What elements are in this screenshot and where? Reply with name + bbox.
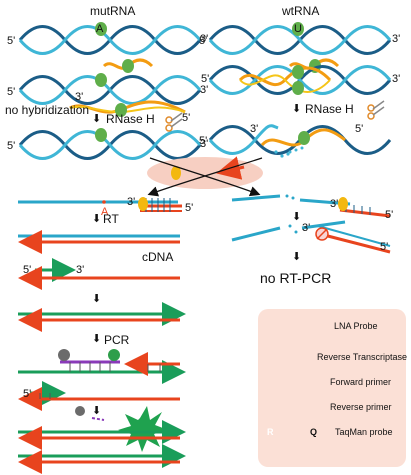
- legend-forward-primer: Forward primer: [330, 377, 392, 387]
- right-five-prime-3: 5': [199, 135, 208, 147]
- mutrna-helix-2: [18, 73, 202, 117]
- legend-taqman-probe: TaqMan probe: [335, 427, 393, 437]
- arrow-down-right: ⬇: [292, 211, 302, 223]
- mut-base-label: A: [96, 23, 104, 35]
- left-three-prime-3: 3': [200, 138, 209, 150]
- scissors-icon-right: [367, 100, 385, 120]
- probe-five-prime: 5': [182, 112, 191, 124]
- mutrna-helix-1: [18, 22, 202, 55]
- left-five-prime-2: 5': [7, 86, 16, 98]
- wt-rt-five-prime: 5': [385, 209, 394, 221]
- right-three-prime-2: 3': [392, 73, 401, 85]
- wt-cleaved-rna: [231, 194, 391, 218]
- cdna-label: cDNA: [142, 250, 174, 264]
- no-rt-pcr-label: no RT-PCR: [260, 270, 332, 286]
- wtrna-helix-3: [208, 124, 392, 158]
- arrow-down-right-2: ⬇: [292, 251, 302, 263]
- rnase-h-left: RNase H: [106, 112, 155, 126]
- arrow-down-2: ⬇: [92, 405, 102, 417]
- rt-template: [18, 197, 182, 212]
- lna-probe-left-1: [102, 58, 154, 73]
- cleaved-fragments: [288, 146, 304, 154]
- left-five-prime-1: 5': [7, 35, 16, 47]
- arrow-down-1: ⬇: [92, 293, 102, 305]
- pcr-label: PCR: [104, 333, 130, 347]
- probe-three-prime: 3': [75, 91, 84, 103]
- fluorescence-burst: [75, 406, 168, 452]
- no-hybridization-label: no hybridization: [5, 103, 90, 117]
- wt-blocked-rt: [231, 220, 391, 254]
- right-three-prime-3: 3': [250, 123, 259, 135]
- arrow-down-pcr: ⬇: [92, 333, 102, 345]
- rt-enzyme-hub: [147, 156, 263, 197]
- pcr-five-prime: 5': [23, 388, 32, 400]
- right-five-prime-3b: 5': [355, 123, 364, 135]
- rt-five-prime: 5': [185, 202, 194, 214]
- rt-label: RT: [103, 212, 119, 226]
- legend-lna-probe: LNA Probe: [334, 321, 378, 331]
- rt-three-prime: 3': [127, 196, 136, 208]
- ds-dna-1: [18, 302, 186, 332]
- wt-rt-three-prime: 3': [330, 198, 339, 210]
- legend-reverse-transcriptase: Reverse Transcriptase: [317, 352, 408, 362]
- rnase-h-right: RNase H: [305, 102, 354, 116]
- right-five-prime-2: 5': [201, 73, 210, 85]
- arrow-down-rnaseh-left: ⬇: [92, 113, 102, 125]
- mutrna-title: mutRNA: [90, 4, 136, 18]
- legend-reporter-r: R: [267, 427, 274, 437]
- ds-dna-final: [18, 420, 186, 474]
- legend-reverse-primer: Reverse primer: [330, 402, 392, 412]
- arrow-down-rt: ⬇: [92, 213, 102, 225]
- forward-primer-binding: [18, 258, 180, 290]
- mutrna-helix-3: [18, 128, 202, 160]
- left-three-prime-2: 3': [200, 84, 209, 96]
- wtrna-helix-2: [208, 65, 392, 95]
- right-five-prime-1: 5': [199, 35, 208, 47]
- pcr-taqman-stage: [18, 349, 186, 411]
- wt-block-three-prime: 3': [302, 222, 311, 234]
- arrow-down-rnaseh-right: ⬇: [292, 103, 302, 115]
- left-three-prime-1: 3': [200, 33, 209, 45]
- wtrna-helix-1: [208, 22, 392, 55]
- wt-base-label: U: [294, 23, 302, 35]
- fwd-three-prime: 3': [76, 264, 85, 276]
- wt-block-five-prime: 5': [380, 241, 389, 253]
- legend-quencher-q: Q: [310, 427, 318, 437]
- cdna-duplex: [18, 230, 180, 254]
- scissors-icon: [165, 112, 183, 132]
- right-three-prime-1: 3': [392, 33, 401, 45]
- mismatch-a-label: A: [101, 206, 109, 218]
- left-five-prime-3: 5': [7, 140, 16, 152]
- legend-panel: [258, 309, 406, 467]
- wtrna-title: wtRNA: [282, 4, 320, 18]
- fwd-five-prime: 5': [23, 264, 32, 276]
